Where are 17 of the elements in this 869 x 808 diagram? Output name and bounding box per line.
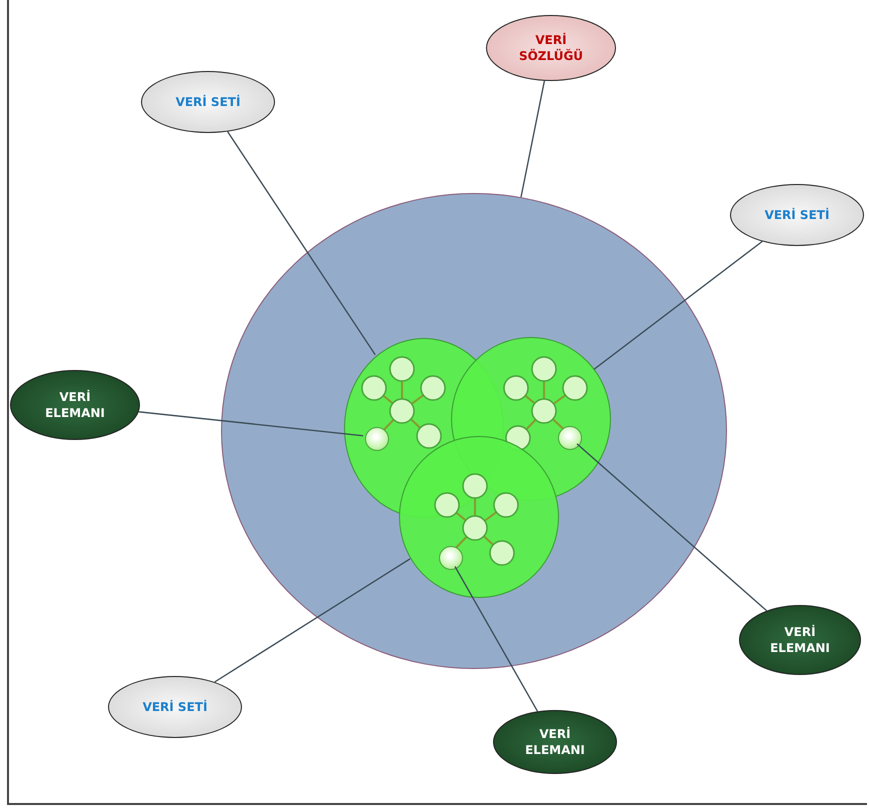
- leader-line: [227, 131, 376, 356]
- leader-line: [214, 558, 410, 683]
- leader-line: [454, 566, 538, 712]
- leader-line: [576, 443, 768, 612]
- label-ellipse: VERİ ELEMANI: [493, 710, 617, 774]
- leader-line: [520, 80, 546, 198]
- leader-line: [594, 240, 763, 370]
- label-ellipse: VERİ SETİ: [108, 676, 242, 738]
- label-ellipse: VERİ SÖZLÜĞÜ: [486, 15, 616, 81]
- small-circle: [365, 427, 389, 451]
- leader-line: [138, 411, 364, 436]
- small-circle: [558, 426, 582, 450]
- label-ellipse: VERİ ELEMANI: [739, 605, 861, 675]
- label-ellipse: VERİ SETİ: [141, 71, 275, 133]
- label-ellipse: VERİ ELEMANI: [10, 370, 140, 440]
- label-ellipse: VERİ SETİ: [730, 184, 864, 246]
- small-circle: [439, 546, 463, 570]
